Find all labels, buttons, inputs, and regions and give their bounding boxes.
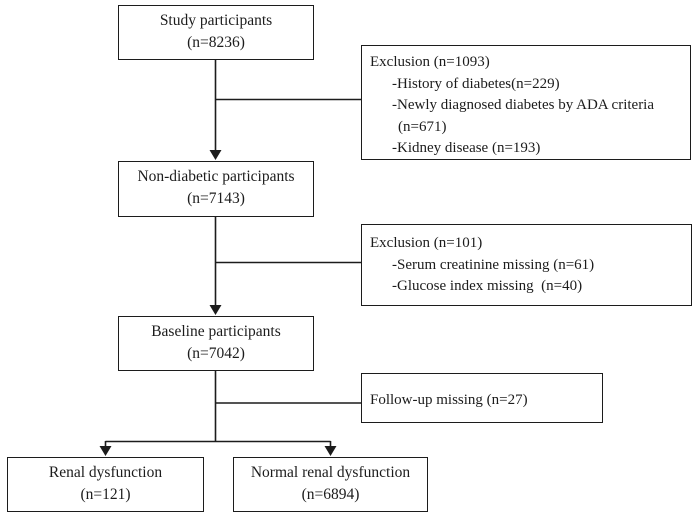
arrowhead-into-nondiabetic — [209, 150, 222, 160]
followup-label: Follow-up missing (n=27) — [370, 392, 528, 409]
box-study-label: Study participants — [159, 12, 273, 29]
exclusion1-title: Exclusion (n=1093) — [370, 54, 490, 70]
box-renal-dysfunction: Renal dysfunction (n=121) — [7, 457, 204, 512]
box-nondiabetic-participants: Non-diabetic participants (n=7143) — [118, 161, 314, 217]
box-followup-missing: Follow-up missing (n=27) — [361, 373, 603, 423]
arrowhead-into-baseline — [209, 305, 222, 315]
arrowhead-into-normal — [324, 446, 337, 456]
exclusion2-title: Exclusion (n=101) — [370, 235, 483, 251]
exclusion2-item-glucose-index: -Glucose index missing (n=40) — [392, 278, 583, 294]
arrowhead-into-renal — [99, 446, 112, 456]
exclusion2-item-serum-creatinine: -Serum creatinine missing (n=61) — [392, 256, 595, 273]
box-baseline-count: (n=7042) — [187, 345, 245, 362]
exclusion1-item-newly-diagnosed-count: (n=671) — [398, 118, 447, 135]
box-exclusion-1: Exclusion (n=1093) -History of diabetes(… — [361, 45, 691, 160]
box-normal-label: Normal renal dysfunction — [250, 464, 411, 481]
box-exclusion-2: Exclusion (n=101) -Serum creatinine miss… — [361, 224, 692, 306]
box-study-participants: Study participants (n=8236) — [118, 5, 314, 60]
box-normal-renal-dysfunction: Normal renal dysfunction (n=6894) — [233, 457, 428, 512]
box-baseline-label: Baseline participants — [151, 323, 281, 340]
exclusion1-item-newly-diagnosed: -Newly diagnosed diabetes by ADA criteri… — [392, 97, 655, 113]
box-normal-count: (n=6894) — [301, 486, 360, 503]
box-renal-count: (n=121) — [80, 486, 131, 503]
box-baseline-participants: Baseline participants (n=7042) — [118, 316, 314, 371]
box-renal-label: Renal dysfunction — [48, 464, 163, 481]
box-nondiabetic-count: (n=7143) — [187, 190, 245, 207]
box-study-count: (n=8236) — [187, 34, 245, 51]
exclusion1-item-history-of-diabetes: -History of diabetes(n=229) — [392, 75, 560, 92]
exclusion1-item-kidney-disease: -Kidney disease (n=193) — [392, 140, 541, 156]
box-nondiabetic-label: Non-diabetic participants — [137, 168, 295, 185]
